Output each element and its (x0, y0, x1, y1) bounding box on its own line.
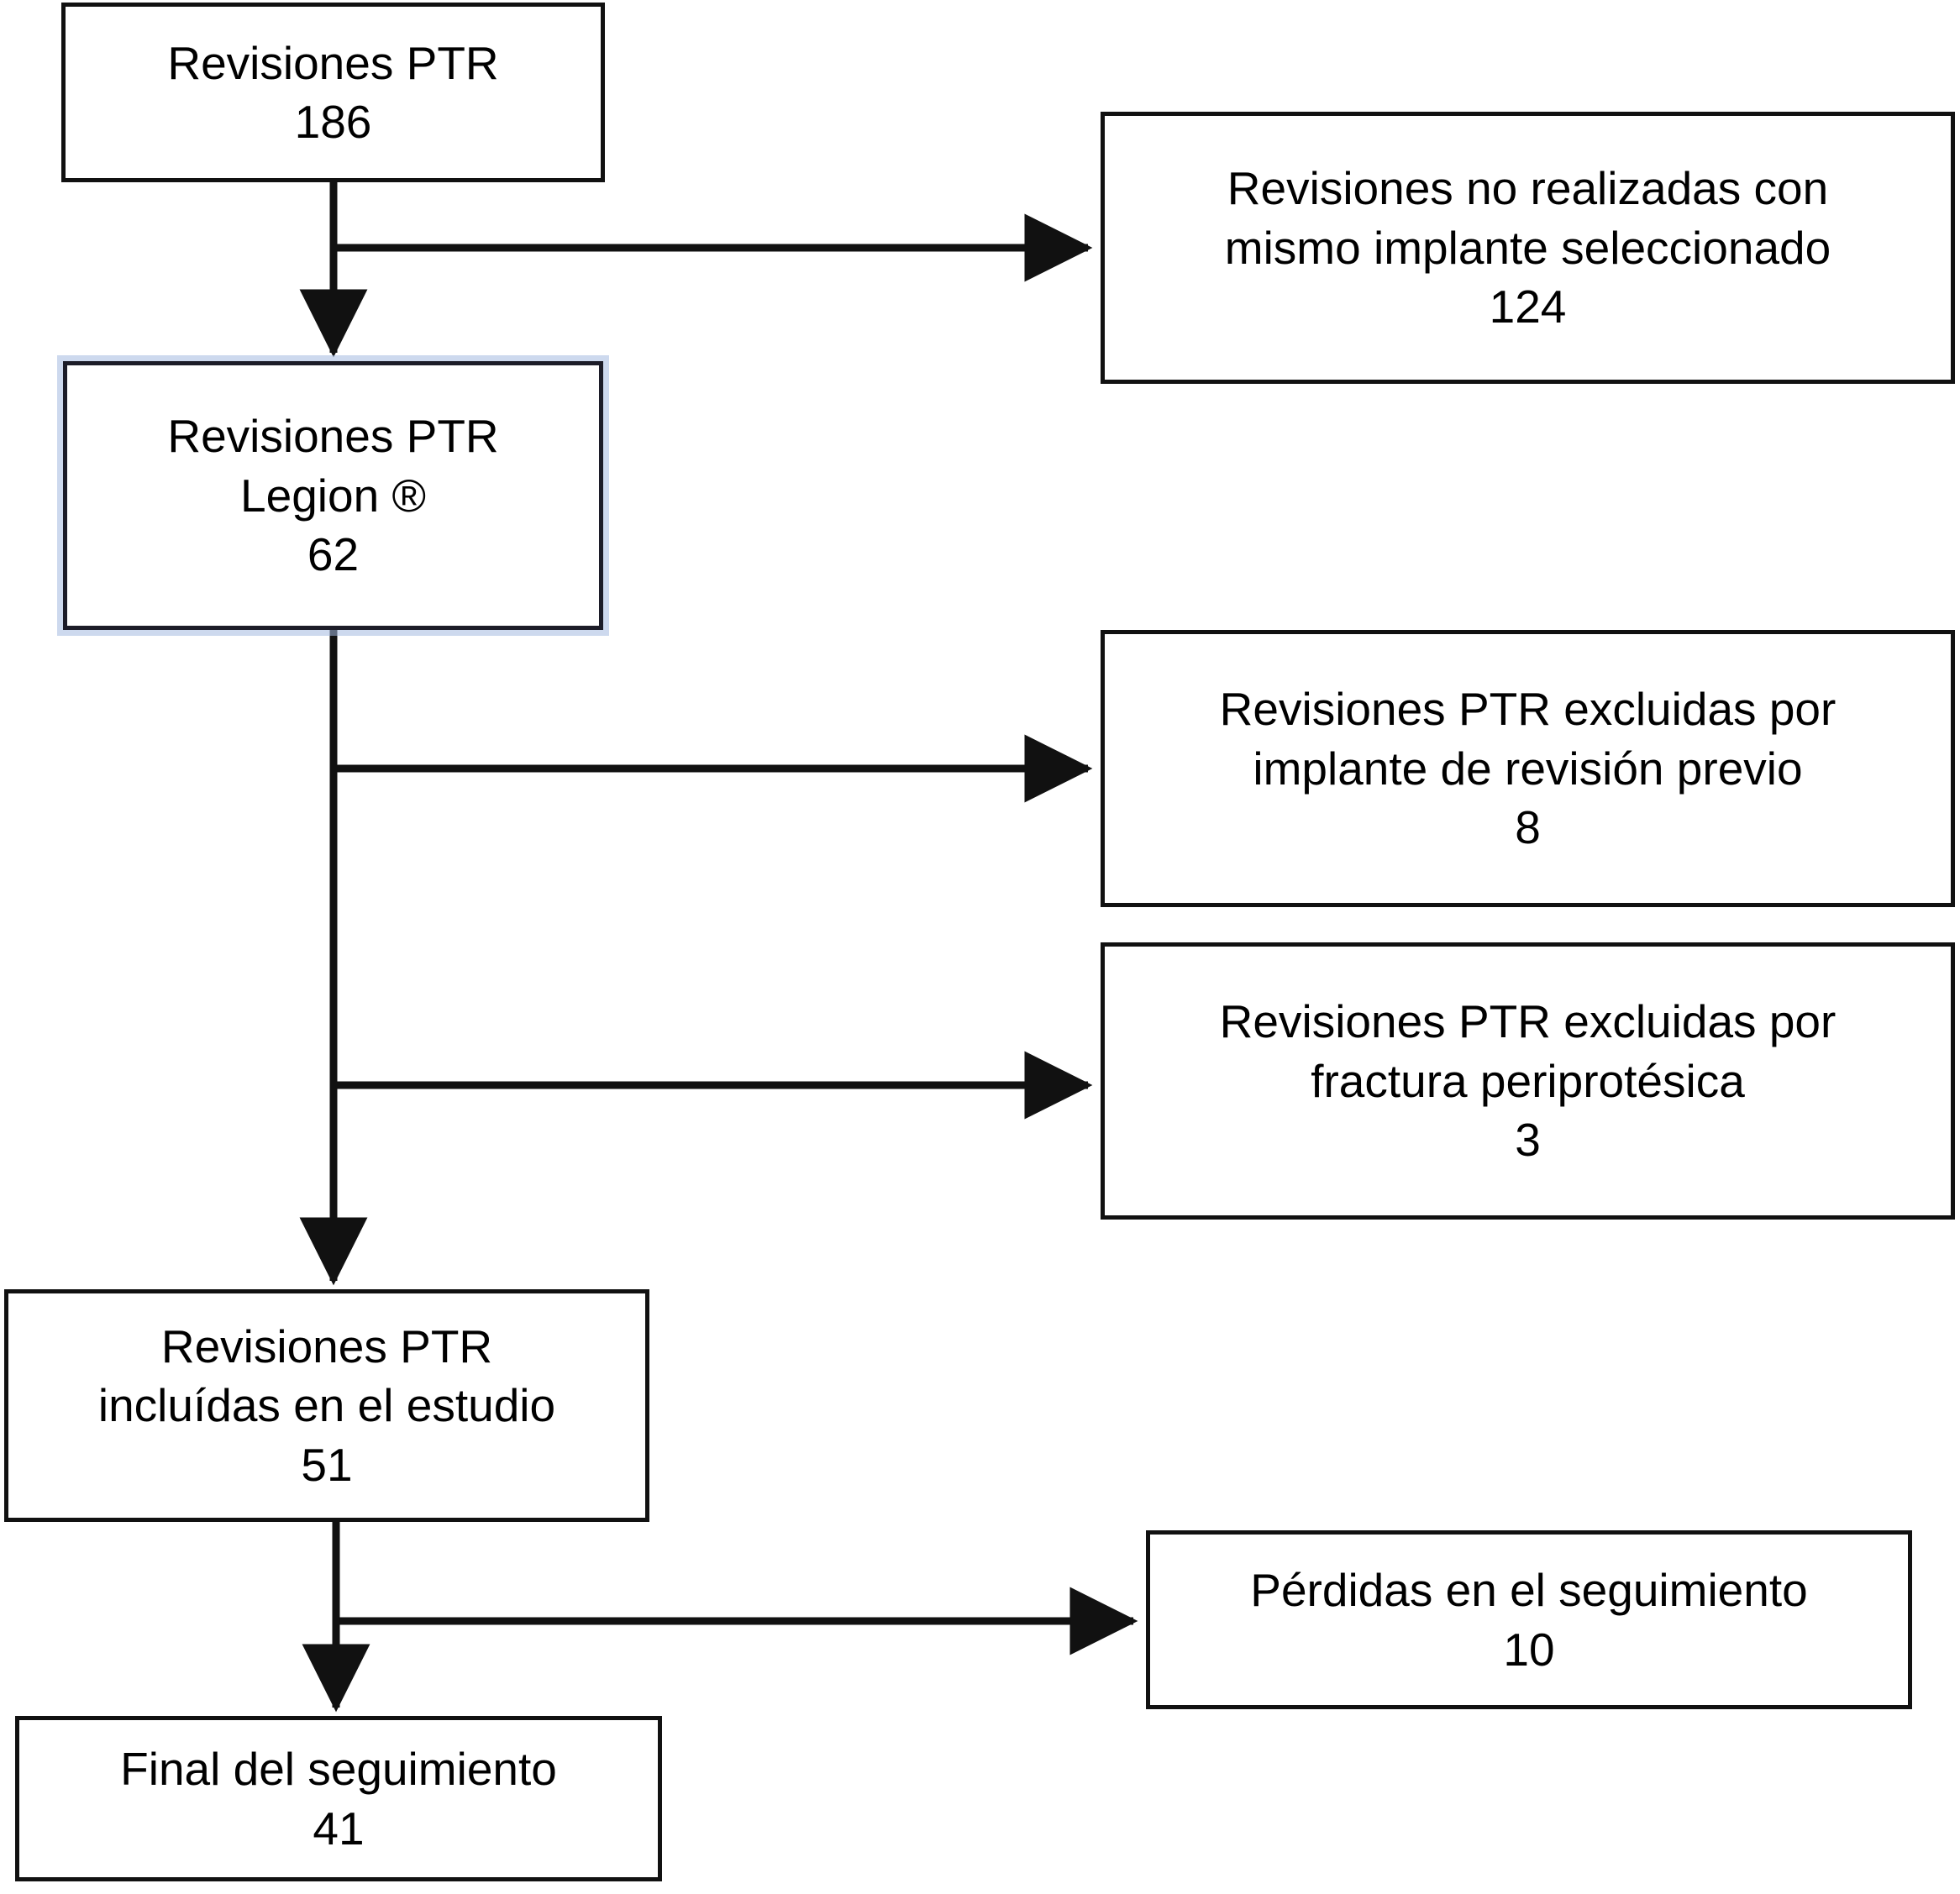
node-count: 41 (313, 1802, 365, 1855)
node-excluidas-fractura-periprotesica[interactable]: Revisiones PTR excluidas por fractura pe… (1101, 942, 1955, 1220)
node-line-1: Revisiones PTR (167, 36, 499, 89)
node-line-2: mismo implante seleccionado (1224, 221, 1831, 274)
node-line-1: Final del seguimiento (120, 1743, 557, 1796)
node-line-1: Revisiones PTR excluidas por (1219, 995, 1837, 1048)
node-line-1: Revisiones no realizadas con (1227, 162, 1829, 215)
node-line-2: implante de revisión previo (1253, 742, 1803, 795)
node-count: 124 (1489, 281, 1567, 333)
node-revisiones-no-realizadas[interactable]: Revisiones no realizadas con mismo impla… (1101, 112, 1955, 384)
node-count: 3 (1515, 1114, 1541, 1167)
node-revisiones-ptr-total[interactable]: Revisiones PTR 186 (61, 3, 605, 182)
node-line-1: Revisiones PTR (160, 1320, 493, 1372)
node-line-2: fractura periprotésica (1311, 1054, 1745, 1107)
node-line-2: Legion ® (240, 469, 426, 522)
node-excluidas-implante-previo[interactable]: Revisiones PTR excluidas por implante de… (1101, 630, 1955, 907)
node-revisiones-ptr-legion[interactable]: Revisiones PTR Legion ® 62 (63, 361, 603, 630)
node-line-1: Revisiones PTR excluidas por (1219, 683, 1837, 736)
node-line-1: Revisiones PTR (167, 410, 499, 463)
node-count: 51 (301, 1438, 353, 1491)
node-count: 62 (307, 528, 360, 581)
node-count: 10 (1503, 1623, 1555, 1676)
node-count: 186 (294, 96, 372, 148)
node-incluidas-en-estudio[interactable]: Revisiones PTR incluídas en el estudio 5… (4, 1289, 649, 1522)
node-line-2: incluídas en el estudio (97, 1379, 556, 1432)
node-perdidas-seguimiento[interactable]: Pérdidas en el seguimiento 10 (1146, 1530, 1912, 1709)
node-line-1: Pérdidas en el seguimiento (1250, 1564, 1808, 1617)
node-final-seguimiento[interactable]: Final del seguimiento 41 (15, 1716, 662, 1881)
node-count: 8 (1515, 801, 1541, 854)
